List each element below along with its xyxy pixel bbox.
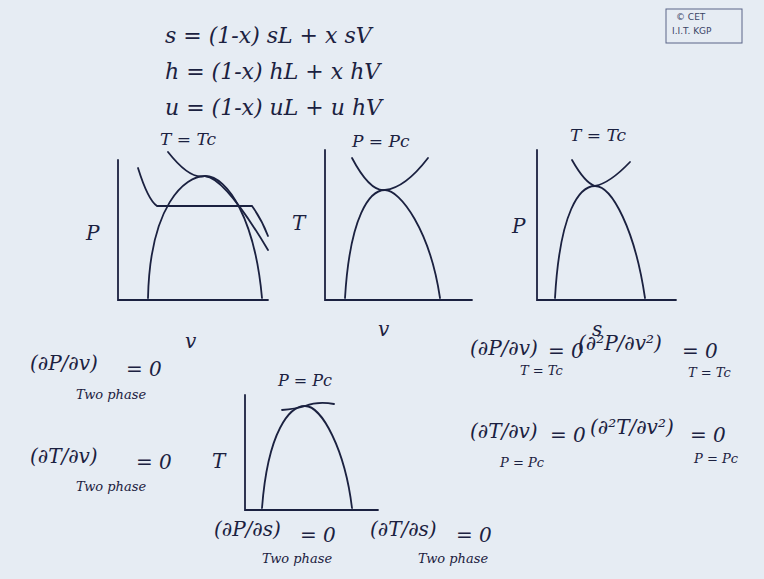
- saturation-dome: [262, 406, 352, 508]
- axes: [325, 150, 472, 300]
- axis-label: P: [86, 222, 99, 244]
- equation: = 0: [690, 424, 726, 446]
- axes: [118, 160, 268, 300]
- critical-isotherm: [572, 160, 630, 186]
- subscript-condition: Two phase: [262, 552, 332, 566]
- equation: (∂P/∂v): [470, 337, 538, 359]
- subscript-condition: Two phase: [418, 552, 488, 566]
- equation: (∂P/∂s): [214, 518, 281, 540]
- axis-label: v: [378, 318, 389, 340]
- equation: = 0: [682, 340, 718, 362]
- equation: = 0: [126, 358, 162, 380]
- subscript-condition: T = Tc: [520, 364, 563, 378]
- axis-label: T: [292, 212, 305, 234]
- subscript-condition: T = Tc: [160, 130, 216, 149]
- subscript-condition: T = Tc: [570, 126, 626, 145]
- equation: = 0: [456, 524, 492, 546]
- equation: = 0: [136, 451, 172, 473]
- axis-label: v: [185, 330, 196, 352]
- isotherm: [138, 168, 268, 236]
- subscript-condition: Two phase: [76, 480, 146, 494]
- critical-isobar: [282, 403, 334, 410]
- equation: (∂²T/∂v²): [590, 416, 674, 438]
- subscript-condition: Two phase: [76, 388, 146, 402]
- equation: s = (1-x) sL + x sV: [165, 24, 372, 48]
- subscript-condition: P = Pc: [352, 132, 409, 151]
- equation: (∂²P/∂v²): [578, 332, 662, 354]
- watermark-box: [666, 9, 742, 43]
- axes: [537, 150, 676, 300]
- subscript-condition: T = Tc: [688, 366, 731, 380]
- saturation-dome: [345, 190, 440, 298]
- saturation-dome: [555, 186, 645, 298]
- subscript-condition: P = Pc: [694, 452, 738, 466]
- equation: u = (1-x) uL + u hV: [165, 96, 382, 120]
- axes: [245, 395, 378, 510]
- equation: = 0: [300, 524, 336, 546]
- equation: h = (1-x) hL + x hV: [165, 60, 380, 84]
- equation: (∂P/∂v): [30, 352, 98, 374]
- critical-isobar: [352, 158, 428, 190]
- critical-isotherm: [168, 152, 268, 250]
- saturation-dome: [148, 176, 262, 298]
- equation: = 0: [550, 424, 586, 446]
- subscript-condition: P = Pc: [500, 456, 544, 470]
- axis-label: T: [212, 450, 225, 472]
- watermark: I.I.T. KGP: [672, 27, 712, 37]
- equation: (∂T/∂s): [370, 518, 437, 540]
- watermark: © CET: [676, 13, 705, 23]
- axis-label: P: [512, 215, 525, 237]
- subscript-condition: P = Pc: [278, 372, 332, 390]
- equation: (∂T/∂v): [30, 445, 98, 467]
- equation: (∂T/∂v): [470, 420, 538, 442]
